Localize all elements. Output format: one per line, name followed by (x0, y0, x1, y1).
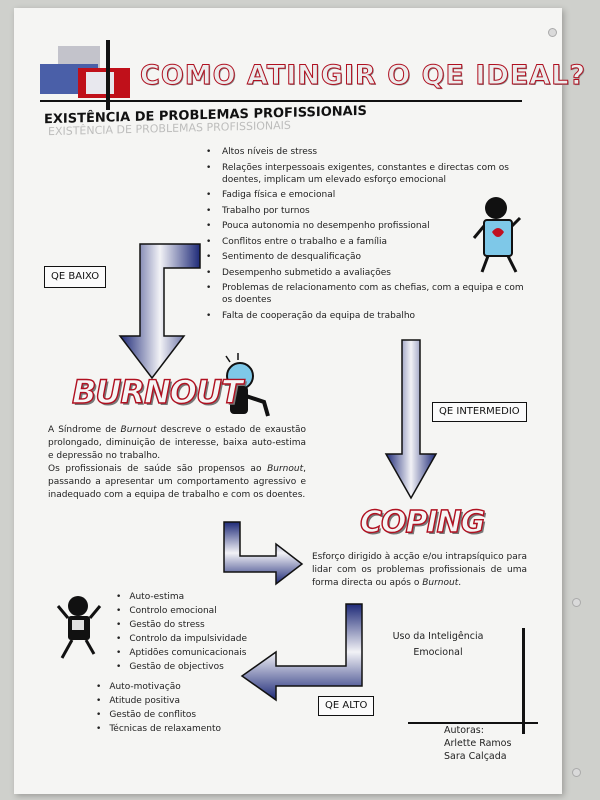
burnout-title: BURNOUT (71, 372, 243, 411)
list-item: Auto-estima (116, 592, 247, 603)
emotional-title-line: Emocional (413, 647, 463, 658)
authors-block: Autoras: Arlette Ramos Sara Calçada (444, 724, 511, 763)
authors-vertical-rule (522, 628, 525, 734)
qe-alto-label: QE ALTO (318, 696, 375, 716)
list-item: Atitude positiva (96, 696, 221, 707)
pin-icon (572, 598, 581, 607)
list-item: Sentimento de desqualificação (206, 251, 526, 263)
poster-title: COMO ATINGIR O QE IDEAL? (139, 60, 587, 92)
header-vertical-rule (106, 40, 110, 110)
skills-list-primary: Auto-estima Controlo emocional Gestão do… (116, 592, 247, 676)
coping-text-part: . (458, 578, 462, 588)
burnout-text-emphasis: Burnout (267, 464, 304, 474)
list-item: Problemas de relacionamento com as chefi… (206, 282, 526, 306)
list-item: Aptidões comunicacionais (116, 648, 247, 659)
coping-description: Esforço dirigido à acção e/ou intrapsíqu… (312, 551, 527, 590)
authors-heading: Autoras: (444, 725, 484, 736)
list-item: Auto-motivação (96, 682, 221, 693)
emotional-intelligence-title: Uso da Inteligência Emocional (388, 629, 488, 661)
author-name: Arlette Ramos (444, 738, 512, 749)
coping-title: COPING (359, 504, 486, 540)
burnout-text-part: descreve o estado de exaustão prolongado… (48, 425, 306, 461)
burnout-description: A Síndrome de Burnout descreve o estado … (48, 424, 306, 502)
list-item: Gestão de conflitos (96, 710, 221, 721)
skills-list-secondary: Auto-motivação Atitude positiva Gestão d… (96, 682, 221, 738)
burnout-text-part: Os profissionais de saúde são propensos … (48, 464, 268, 474)
list-item: Falta de cooperação da equipa de trabalh… (206, 310, 526, 322)
list-item: Altos níveis de stress (206, 146, 526, 158)
burnout-text-emphasis: Burnout (120, 425, 157, 435)
list-item: Desempenho submetido a avaliações (206, 267, 526, 279)
list-item: Pouca autonomia no desempenho profission… (206, 220, 526, 232)
pin-icon (548, 28, 557, 37)
problems-list: Altos níveis de stress Relações interpes… (206, 146, 526, 325)
list-item: Gestão de objectivos (116, 662, 247, 673)
list-item: Controlo da impulsividade (116, 634, 247, 645)
list-item: Conflitos entre o trabalho e a família (206, 236, 526, 248)
emotional-title-line: Uso da Inteligência (392, 631, 484, 642)
coping-text-emphasis: Burnout (422, 578, 459, 588)
list-item: Gestão do stress (116, 620, 247, 631)
header-horizontal-rule (40, 100, 522, 102)
coping-text-part: Esforço dirigido à acção e/ou intrapsíqu… (312, 552, 527, 588)
authors-horizontal-rule (408, 722, 538, 724)
qe-intermedio-label: QE INTERMEDIO (432, 402, 527, 422)
list-item: Controlo emocional (116, 606, 247, 617)
author-name: Sara Calçada (444, 751, 507, 762)
list-item: Trabalho por turnos (206, 205, 526, 217)
pin-icon (572, 768, 581, 777)
list-item: Técnicas de relaxamento (96, 724, 221, 735)
list-item: Fadiga física e emocional (206, 189, 526, 201)
burnout-text-part: A Síndrome de (48, 425, 121, 435)
list-item: Relações interpessoais exigentes, consta… (206, 162, 526, 186)
burnout-text-part: , passando a apresentar um comportamento… (48, 464, 306, 500)
qe-baixo-label: QE BAIXO (44, 266, 107, 288)
